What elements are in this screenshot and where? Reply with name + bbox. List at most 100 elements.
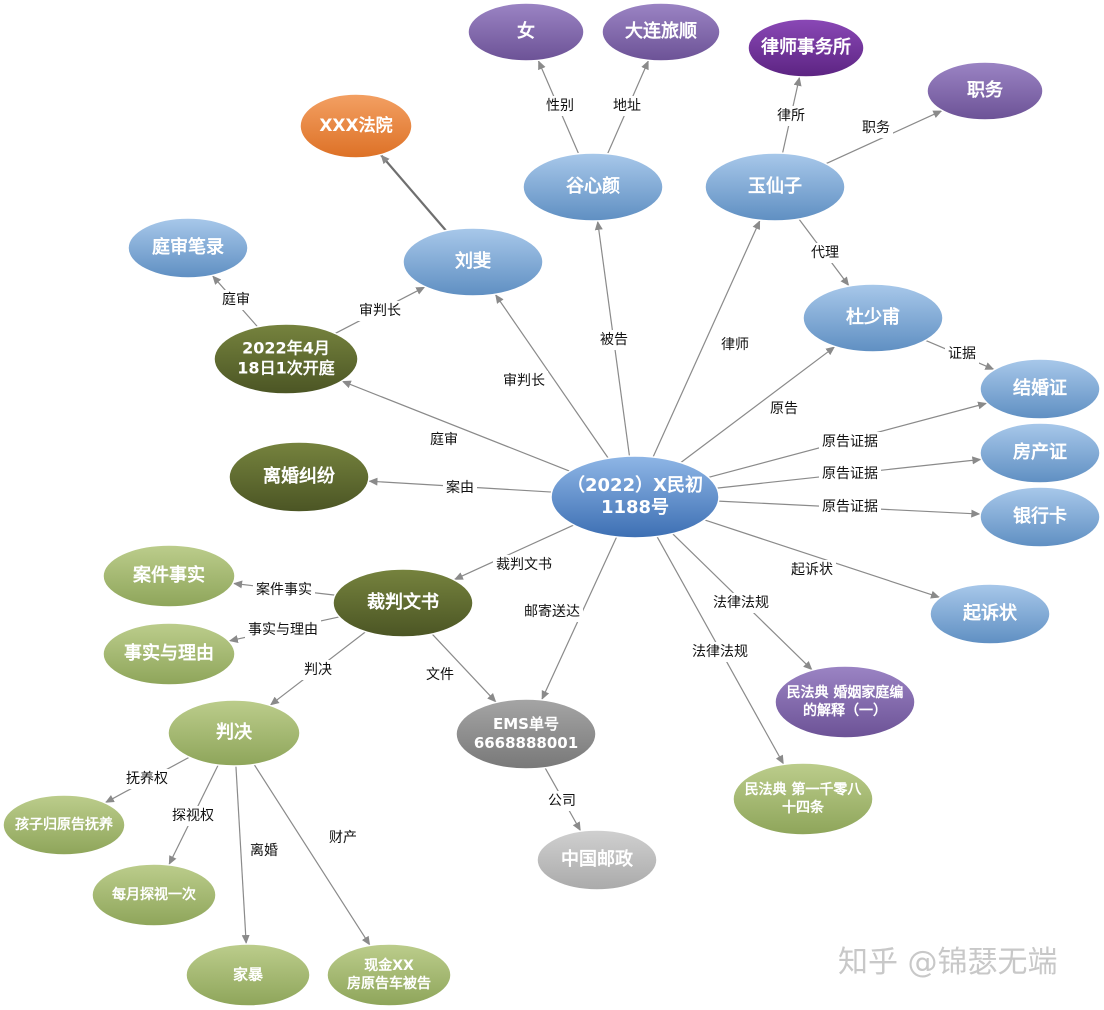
edge-label-plaintiff-evidence-2: 原告证据 xyxy=(822,466,878,482)
node-zhiwu: 职务 xyxy=(926,61,1044,121)
node-visit: 每月探视一次 xyxy=(91,863,217,927)
edge-label-bg xyxy=(543,96,577,116)
node-facts: 案件事实 xyxy=(102,544,236,608)
node-shape xyxy=(732,762,874,836)
node-lawfirm: 律师事务所 xyxy=(747,18,865,78)
node-shape xyxy=(228,441,370,513)
node-shape xyxy=(979,486,1101,548)
edge-label-bg xyxy=(500,371,548,391)
node-label: 离婚纠纷 xyxy=(263,465,335,487)
node-china-post: 中国邮政 xyxy=(536,829,658,891)
node-judgment-doc: 裁判文书 xyxy=(332,568,474,638)
edge-label-bg xyxy=(945,344,979,364)
edge-label-bg xyxy=(219,290,253,310)
edge-label-decision: 判决 xyxy=(304,662,332,678)
edge-label-lawyer: 律师 xyxy=(721,337,749,353)
node-civil-code-1: 民法典 婚姻家庭编的解释（一） xyxy=(774,665,916,739)
node-complaint: 起诉状 xyxy=(929,583,1051,645)
edge-label-bg xyxy=(859,118,893,138)
edge-label-bg xyxy=(718,335,752,355)
edge-label-law-1: 法律法规 xyxy=(713,595,769,611)
node-label: 民法典 婚姻家庭编的解释（一） xyxy=(787,684,904,719)
edge-label-bg xyxy=(597,330,631,350)
edge-label-bg xyxy=(689,642,751,662)
node-label: 庭审笔录 xyxy=(152,236,224,258)
node-shape xyxy=(127,217,249,279)
node-label: 判决 xyxy=(216,721,253,743)
edge-label-bg xyxy=(247,841,281,861)
node-label: 裁判文书 xyxy=(367,591,439,613)
edge-label-bg xyxy=(545,791,579,811)
edge-label-bg xyxy=(819,497,881,517)
edge-label-company: 公司 xyxy=(548,793,576,809)
node-divorce: 离婚纠纷 xyxy=(228,441,370,513)
node-verdict: 判决 xyxy=(167,699,301,767)
edge-label-bg xyxy=(326,828,360,848)
node-shape xyxy=(979,358,1101,420)
node-shape xyxy=(550,455,720,539)
node-label: 玉仙子 xyxy=(748,175,802,197)
node-shape xyxy=(299,93,413,159)
edge-label-mail: 邮寄送达 xyxy=(524,603,580,620)
node-shape xyxy=(979,422,1101,484)
node-label: 律师事务所 xyxy=(761,36,851,58)
node-shape xyxy=(536,829,658,891)
node-shape xyxy=(102,622,236,686)
edge-label-bg xyxy=(808,243,842,263)
node-shape xyxy=(929,583,1051,645)
node-label: 刘斐 xyxy=(455,250,491,272)
edge-label-custody-edge: 抚养权 xyxy=(126,771,168,787)
node-gu: 谷心颜 xyxy=(522,152,664,222)
node-marriage-cert: 结婚证 xyxy=(979,358,1101,420)
edge-label-bg xyxy=(123,769,171,789)
edge-label-bg xyxy=(356,301,404,321)
edge-label-cause: 案由 xyxy=(446,479,474,496)
edge-label-plaintiff: 原告 xyxy=(770,401,798,417)
node-label: 起诉状 xyxy=(962,602,1018,624)
node-violence: 家暴 xyxy=(185,943,311,1007)
node-label: 每月探视一次 xyxy=(112,886,196,903)
node-shape xyxy=(185,943,311,1007)
node-label: XXX法院 xyxy=(319,115,392,136)
edge-label-file: 文件 xyxy=(426,667,454,683)
edge-label-evidence: 证据 xyxy=(948,346,976,362)
node-label: 家暴 xyxy=(233,966,264,984)
node-shape xyxy=(2,794,126,856)
edge-case-du xyxy=(680,346,836,464)
node-label: 案件事实 xyxy=(132,564,205,586)
edge-label-plaintiff-evidence-1: 原告证据 xyxy=(822,434,878,450)
node-shape xyxy=(926,61,1044,121)
node-shape xyxy=(704,152,846,222)
edge-label-bg xyxy=(245,620,321,640)
edge-label-bg xyxy=(819,464,881,484)
edge-label-bg xyxy=(521,602,583,622)
node-label: 房产证 xyxy=(1013,441,1067,463)
node-female: 女 xyxy=(467,2,585,62)
edge-label-plaintiff-evidence-3: 原告证据 xyxy=(822,499,878,515)
node-shape xyxy=(402,227,544,297)
node-shape xyxy=(467,2,585,62)
edge-label-chief-judge-1: 审判长 xyxy=(359,303,401,319)
edge-label-bg xyxy=(423,665,457,685)
node-yu: 玉仙子 xyxy=(704,152,846,222)
node-shape xyxy=(802,283,944,353)
node-shape xyxy=(774,665,916,739)
node-liu: 刘斐 xyxy=(402,227,544,297)
node-shape xyxy=(213,323,359,395)
edge-label-trial: 庭审 xyxy=(430,431,458,448)
node-shape xyxy=(601,2,721,62)
edge-label-law-2: 法律法规 xyxy=(692,644,748,660)
node-label: 职务 xyxy=(967,79,1004,101)
node-label: 银行卡 xyxy=(1013,505,1067,527)
edge-case-liu xyxy=(494,293,609,459)
edge-label-bg xyxy=(610,96,644,116)
